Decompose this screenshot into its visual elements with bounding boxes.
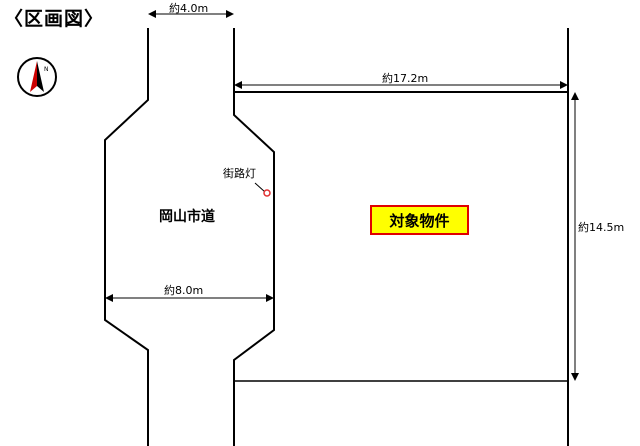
property-label: 対象物件 <box>370 205 469 235</box>
streetlight-label: 街路灯 <box>223 167 256 180</box>
frontage-label: 約17.2m <box>382 72 429 85</box>
road-name: 岡山市道 <box>159 209 215 225</box>
road-width-top-label: 約4.0m <box>169 2 209 15</box>
page-title: 〈区画図〉 <box>4 8 105 30</box>
north-arrow-icon: N <box>16 56 58 98</box>
road-right-edge <box>233 28 275 446</box>
streetlight-marker <box>263 189 271 197</box>
road-width-middle-label: 約8.0m <box>164 284 204 297</box>
streetlight-leader <box>254 182 266 193</box>
compass-north-label: N <box>44 66 49 73</box>
road-left-edge <box>104 28 149 446</box>
depth-label: 約14.5m <box>578 221 625 234</box>
